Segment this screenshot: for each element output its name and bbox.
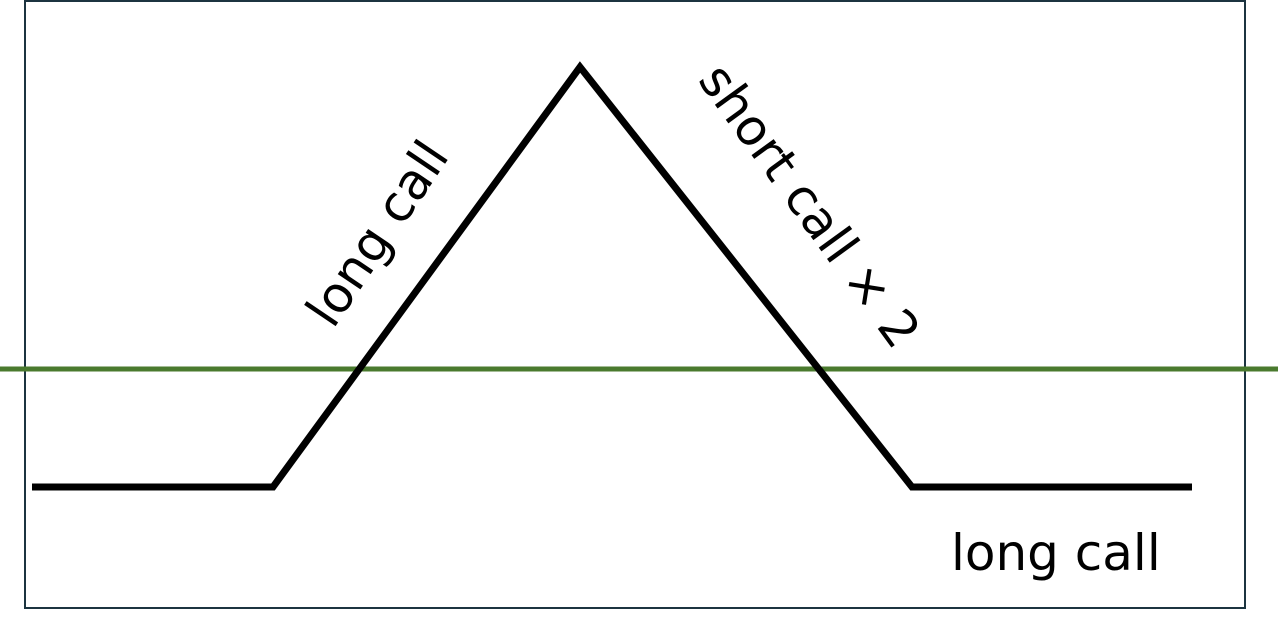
bottom-right-label: long call	[951, 524, 1161, 582]
right-leg-label: short call × 2	[687, 53, 931, 359]
diagram-frame	[24, 0, 1246, 609]
left-leg-label: long call	[295, 130, 460, 336]
payoff-curve	[32, 61, 1192, 491]
